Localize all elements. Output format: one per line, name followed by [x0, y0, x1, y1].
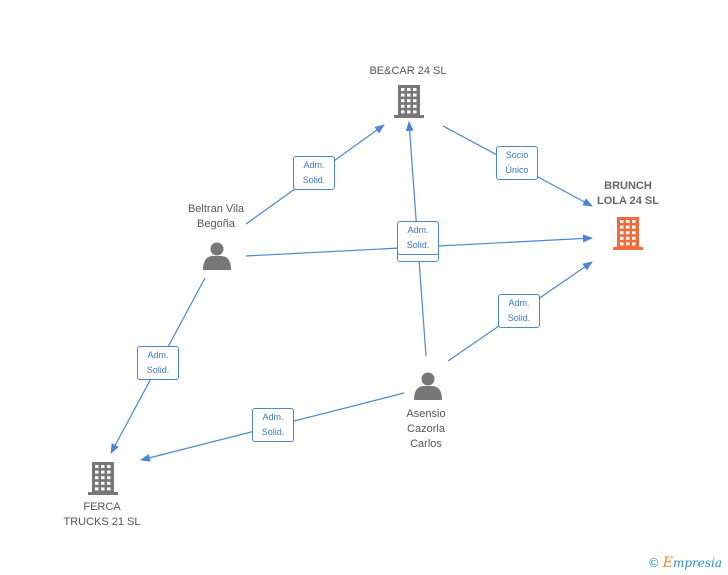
- edge-label-beltran-to-ferca: Adm. Solid.: [137, 346, 179, 380]
- brand-logo-initial: E: [662, 555, 673, 571]
- person-icon-beltran[interactable]: [203, 242, 231, 271]
- building-icon-brunch[interactable]: [613, 217, 643, 250]
- edge-label-becar-to-brunch: Socio Único: [496, 146, 538, 180]
- edge-label-asensio-to-becar: Adm. Solid.: [397, 221, 439, 255]
- brand-footer: ©Empresia: [648, 555, 722, 571]
- edge-label-asensio-to-brunch: Adm. Solid.: [498, 294, 540, 328]
- edge-label-beltran-to-becar: Adm. Solid.: [293, 156, 335, 190]
- node-label-becar[interactable]: BE&CAR 24 SL: [369, 65, 447, 77]
- node-label-brunch[interactable]: BRUNCH LOLA 24 SL: [597, 180, 659, 207]
- node-label-beltran[interactable]: Beltran Vila Begoña: [187, 203, 245, 230]
- person-icon-asensio[interactable]: [414, 372, 442, 401]
- brand-logo-text: mpresia: [672, 556, 722, 570]
- building-icon-becar[interactable]: [394, 85, 424, 118]
- building-icon-ferca[interactable]: [88, 462, 118, 495]
- edge-label-asensio-to-ferca: Adm. Solid.: [252, 408, 294, 442]
- node-label-ferca[interactable]: FERCA TRUCKS 21 SL: [63, 501, 141, 528]
- node-label-asensio[interactable]: Asensio Cazorla Carlos: [406, 408, 446, 450]
- copyright-icon: ©: [647, 556, 660, 570]
